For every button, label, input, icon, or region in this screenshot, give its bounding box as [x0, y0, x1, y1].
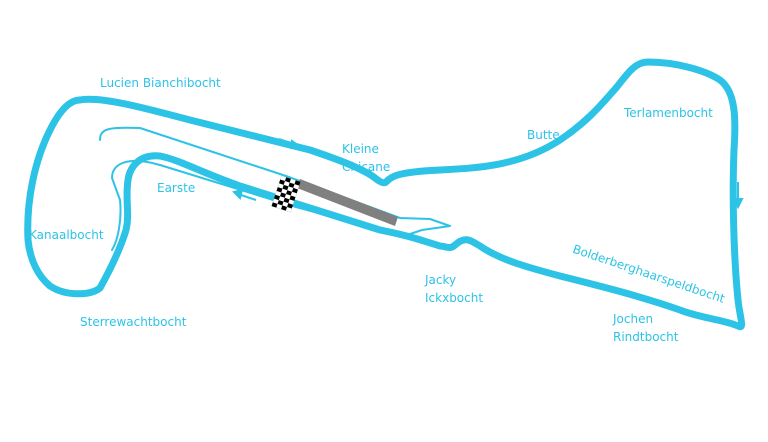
label-earste: Earste	[157, 181, 196, 195]
pit-building	[297, 179, 398, 226]
label-butte: Butte	[527, 128, 560, 142]
direction-arrow-icon	[732, 182, 744, 210]
label-sterrewachtbocht: Sterrewachtbocht	[80, 315, 187, 329]
race-track	[24, 58, 746, 331]
label-lucien-bianchibocht: Lucien Bianchibocht	[100, 76, 221, 90]
direction-arrow-icon	[232, 188, 257, 201]
label-jacky-ickxbocht: Jacky Ickxbocht	[425, 273, 484, 305]
label-kanaalbocht: Kanaalbocht	[29, 228, 104, 242]
direction-arrow-icon	[278, 138, 303, 150]
checkered-flag-icon	[271, 175, 301, 213]
pit-lane	[99, 126, 451, 251]
label-kleine-chicane: Kleine Chicane	[342, 142, 391, 174]
label-terlamenbocht: Terlamenbocht	[624, 106, 713, 120]
label-jochen-rindtbocht: Jochen Rindtbocht	[613, 312, 679, 344]
